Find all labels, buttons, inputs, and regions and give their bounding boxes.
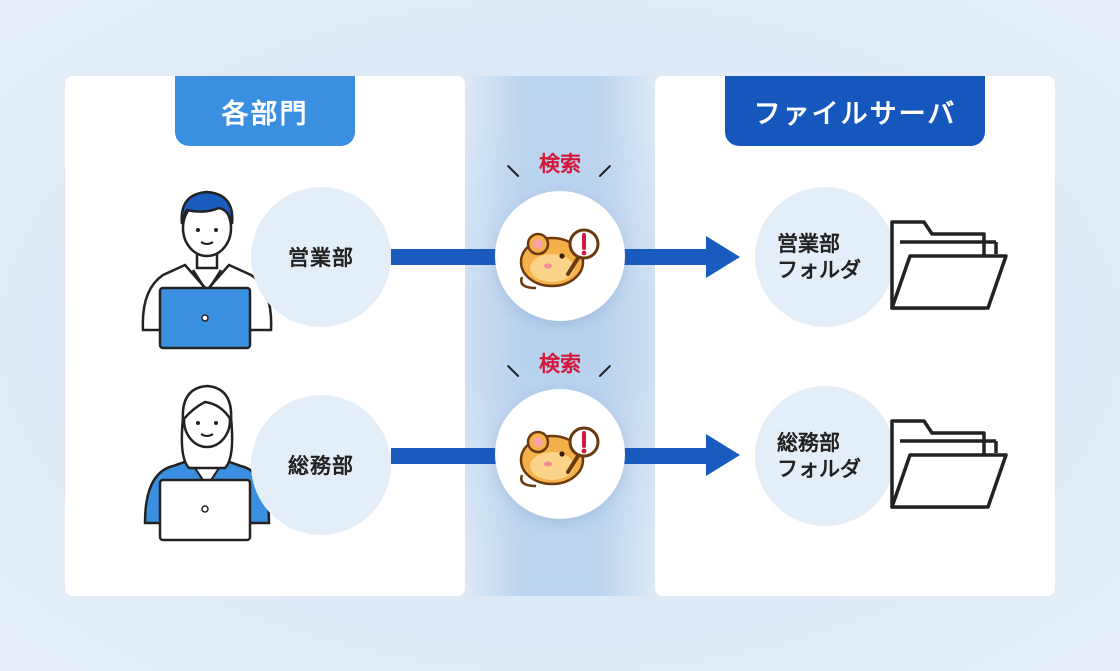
arrow-2-left-segment [391, 448, 497, 464]
folder-icon [890, 419, 1008, 509]
dept-sales-label: 営業部 [288, 246, 354, 270]
folder-sales-line1: 営業部 [777, 232, 840, 256]
businessman-laptop-icon [141, 190, 273, 350]
mouse-magnifier-icon [519, 426, 600, 488]
folder-sales: 営業部 フォルダ [755, 187, 895, 327]
arrow-2-right-segment [623, 448, 708, 464]
mouse-magnifier-icon [519, 228, 600, 290]
departments-title: 各部門 [175, 76, 355, 146]
folder-icon [890, 220, 1008, 310]
dept-general-affairs: 総務部 [251, 395, 391, 535]
dept-general-affairs-label: 総務部 [288, 454, 354, 478]
arrow-1-head [706, 236, 740, 278]
search-label-1: 検索 [539, 152, 581, 176]
search-label-2: 検索 [539, 352, 581, 376]
arrow-2-head [706, 434, 740, 476]
file-server-title: ファイルサーバ [725, 76, 985, 146]
folder-general-affairs-line2: フォルダ [777, 457, 861, 481]
businesswoman-laptop-icon [143, 384, 271, 542]
dept-sales: 営業部 [251, 187, 391, 327]
arrow-1-left-segment [391, 249, 497, 265]
folder-sales-line2: フォルダ [777, 258, 861, 282]
arrow-1-right-segment [623, 249, 708, 265]
folder-general-affairs: 総務部 フォルダ [755, 386, 895, 526]
folder-general-affairs-line1: 総務部 [777, 431, 840, 455]
